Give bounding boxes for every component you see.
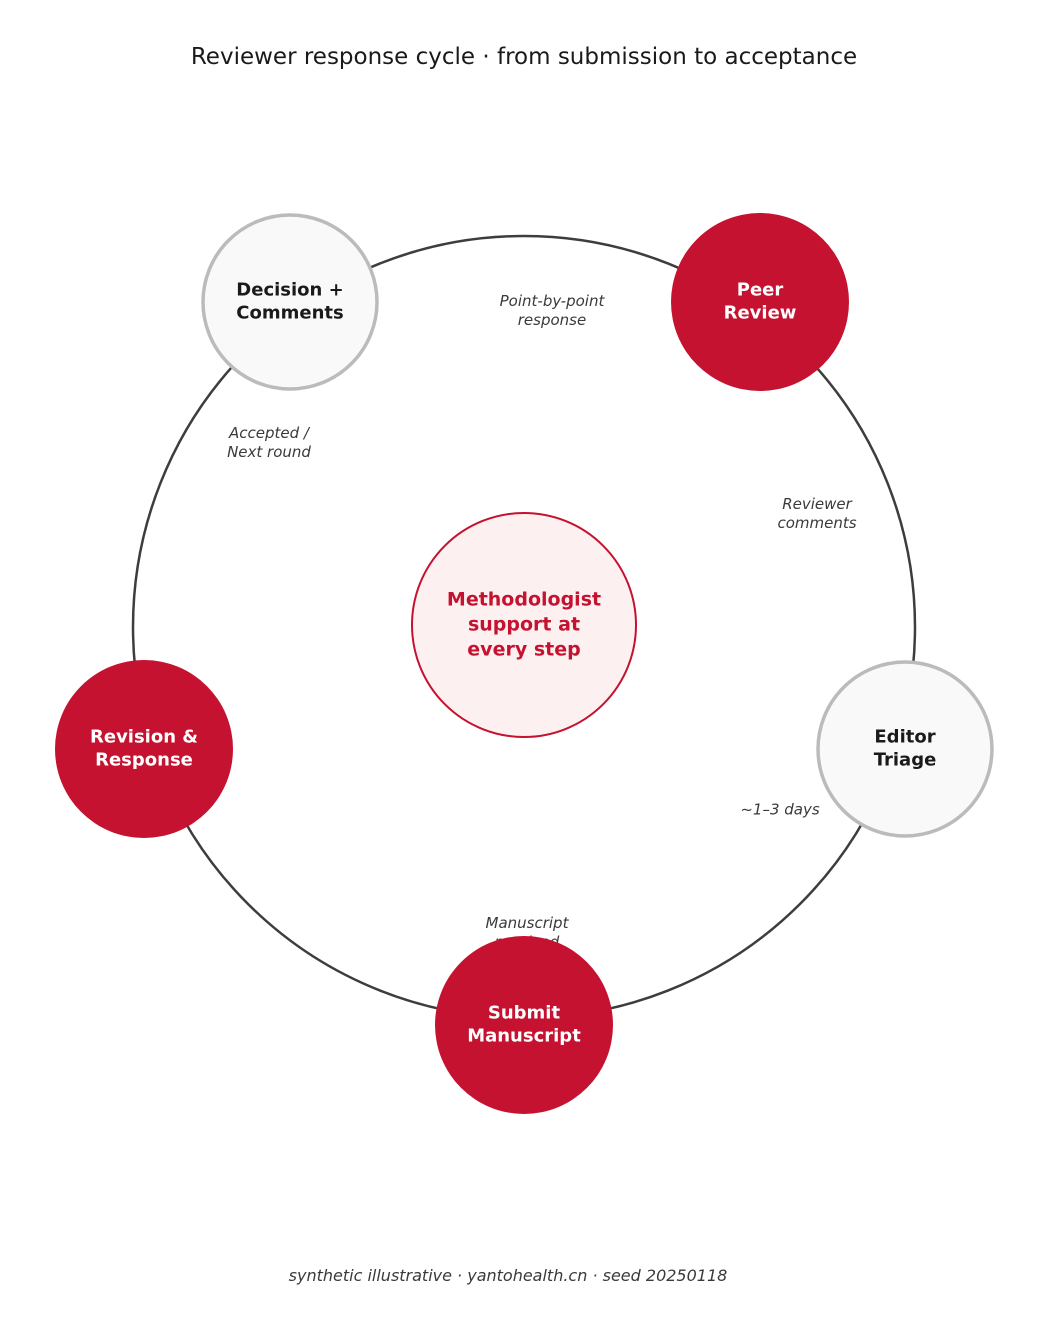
label-line: ~1–3 days	[740, 801, 820, 819]
label-line: Next round	[227, 443, 311, 461]
node-circle	[201, 213, 379, 391]
label-line: comments	[777, 514, 856, 532]
label-line: Triage	[874, 750, 937, 771]
edge-label-triage-days: ~1–3 days	[740, 801, 820, 819]
label-line: Manuscript	[467, 1026, 581, 1047]
center-circle	[411, 512, 637, 738]
node-label: Decision +Comments	[236, 280, 343, 324]
label-line: every step	[467, 639, 580, 661]
edge-labels: Manuscriptreceived~1–3 daysReviewercomme…	[227, 292, 857, 951]
label-line: Submit	[488, 1003, 561, 1024]
label-line: Revision &	[90, 727, 198, 748]
node-circle	[55, 660, 233, 838]
node-circle	[435, 936, 613, 1114]
label-line: Comments	[236, 303, 343, 324]
label-line: Reviewer	[782, 495, 852, 513]
label-line: Manuscript	[486, 914, 570, 932]
node-circle	[816, 660, 994, 838]
label-line: response	[518, 311, 586, 329]
label-line: Review	[724, 303, 797, 324]
label-line: Peer	[737, 280, 784, 301]
center-label: Methodologist support at every step	[447, 589, 601, 661]
label-line: Decision +	[236, 280, 343, 301]
node-revision: Revision &Response	[55, 660, 233, 838]
diagram-title: Reviewer response cycle · from submissio…	[191, 44, 857, 70]
node-label: Revision &Response	[90, 727, 198, 771]
label-line: Point-by-point	[500, 292, 606, 310]
label-line: Response	[95, 750, 193, 771]
footer-note: synthetic illustrative · yantohealth.cn …	[289, 1266, 728, 1285]
label-line: Methodologist	[447, 589, 601, 611]
label-line: Accepted /	[228, 424, 311, 442]
node-decision: Decision +Comments	[201, 213, 379, 391]
label-line: support at	[468, 614, 580, 636]
node-circle	[671, 213, 849, 391]
edge-label-accepted-next: Accepted /Next round	[227, 424, 311, 461]
center-hub: Methodologist support at every step	[411, 512, 637, 738]
label-line: Editor	[874, 727, 935, 748]
